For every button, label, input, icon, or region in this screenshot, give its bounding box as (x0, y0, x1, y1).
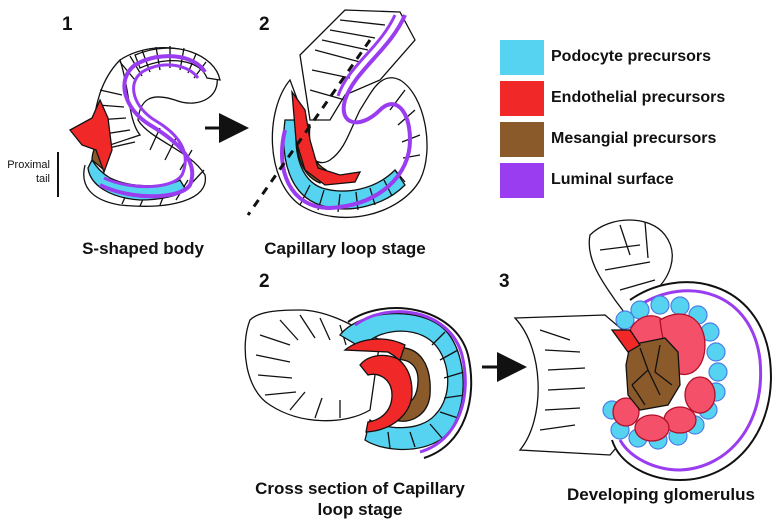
legend-item: Luminal surface (500, 161, 780, 200)
cross-section (244, 307, 473, 459)
proximal-tail-line1: Proximal (7, 159, 50, 171)
caption-capillary-loop-stage: Capillary loop stage (264, 239, 426, 258)
legend-swatch (500, 122, 544, 157)
caption-s-shaped-body: S-shaped body (82, 239, 204, 258)
legend-swatch (500, 40, 544, 75)
caption-cross-section-line1: Cross section of Capillary (255, 479, 465, 498)
legend-label: Endothelial precursors (551, 89, 726, 106)
legend-label: Mesangial precursors (551, 130, 717, 147)
panel-number-1: 1 (62, 14, 73, 35)
proximal-tail-line2: tail (35, 173, 50, 185)
caption-developing-glomerulus: Developing glomerulus (567, 485, 755, 504)
legend-item: Mesangial precursors (500, 120, 780, 159)
legend-swatch (500, 163, 544, 198)
legend-item: Podocyte precursors (500, 38, 780, 77)
s-shaped-body (57, 46, 221, 207)
panel-number-2: 2 (259, 14, 270, 35)
capillary-loop-stage (246, 9, 428, 218)
legend-item: Endothelial precursors (500, 79, 780, 118)
caption-cross-section: Cross section of Capillary loop stage (215, 478, 505, 520)
legend-label: Podocyte precursors (551, 48, 712, 65)
proximal-tail-label: Proximal tail (0, 158, 50, 186)
legend-swatch (500, 81, 544, 116)
panel-number-3: 3 (499, 271, 510, 292)
legend-label: Luminal surface (551, 171, 674, 188)
caption-cross-section-line2: loop stage (317, 500, 403, 519)
panel-number-2b: 2 (259, 271, 270, 292)
developing-glomerulus (513, 219, 772, 482)
